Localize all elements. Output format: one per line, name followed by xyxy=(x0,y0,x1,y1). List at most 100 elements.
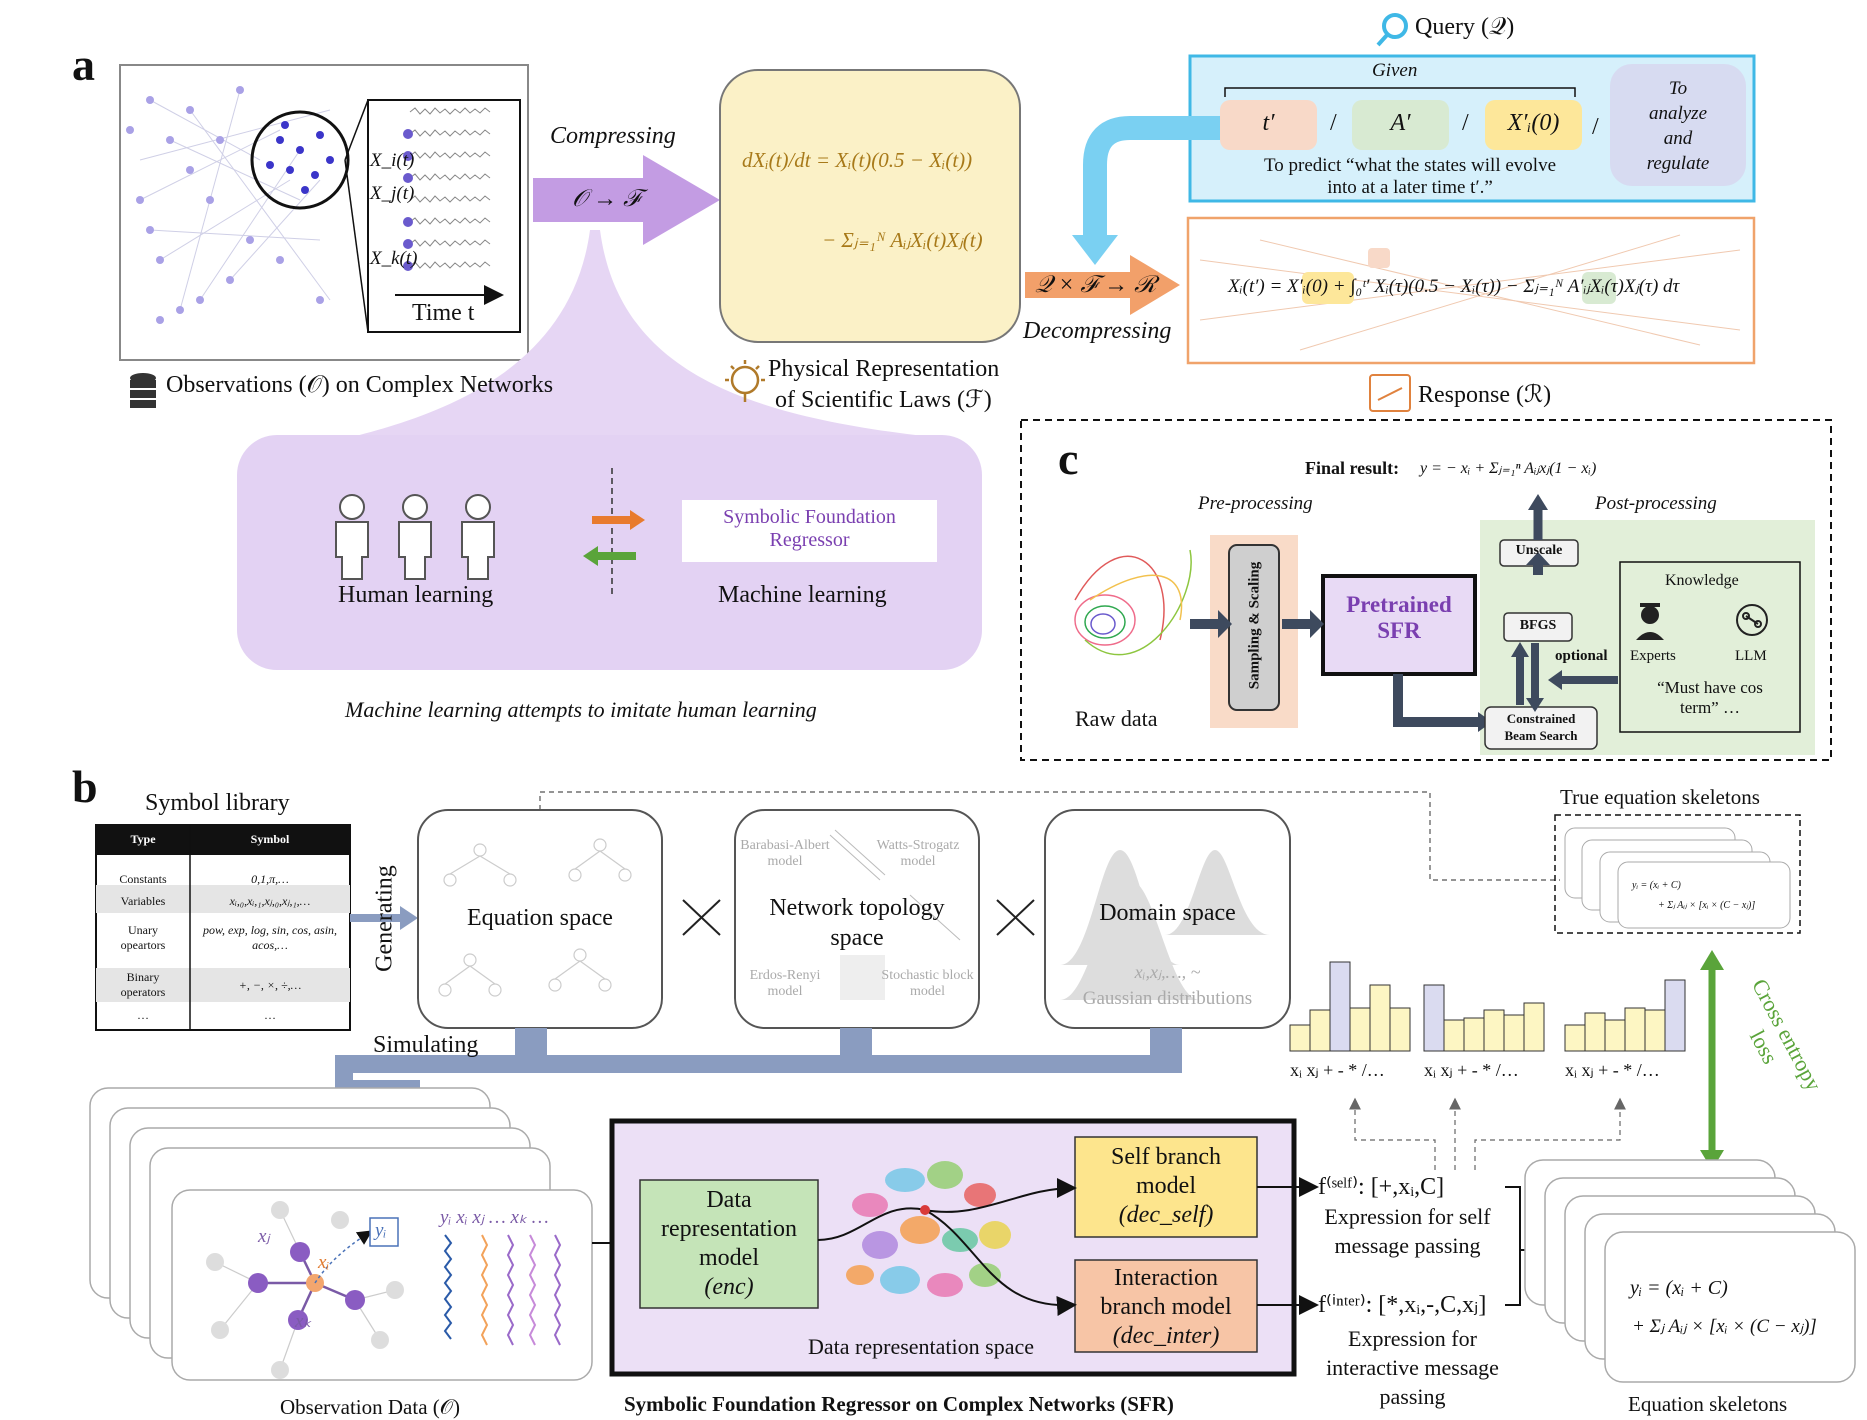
timeseries-lines xyxy=(409,107,491,269)
dense-cluster xyxy=(266,121,334,194)
true-skel-eq2: + Σⱼ Aᵢⱼ × [xᵢ × (C − xⱼ)] xyxy=(1658,900,1756,911)
equation-skeletons-label: Equation skeletons xyxy=(1628,1392,1788,1416)
response-bg-network xyxy=(1199,234,1741,351)
node-label-i: X_i(t) xyxy=(370,150,415,171)
table-sym-1: xᵢ,₀,xᵢ,₁,xⱼ,₀,xⱼ,₁,… xyxy=(229,894,311,908)
query-item-t xyxy=(1220,100,1317,150)
cross-sep-1 xyxy=(682,899,721,936)
equation-space-label: Equation space xyxy=(467,905,613,931)
symbol-library-title: Symbol library xyxy=(145,790,290,816)
tree-decor xyxy=(438,838,632,997)
compress-arrow-label: 𝒪 → ℱ xyxy=(572,186,641,212)
beam-search-box xyxy=(1484,706,1598,750)
purple-cone xyxy=(340,230,960,440)
bfgs-box xyxy=(1503,612,1573,642)
table-sym-2: pow, exp, log, sin, cos, asin, acos,… xyxy=(202,923,338,952)
table-type-3: Binary operators xyxy=(120,970,166,999)
table-type-1: Variables xyxy=(120,894,166,908)
human-icons xyxy=(335,494,495,580)
panel-c-frame xyxy=(1020,419,1832,761)
table-type-4: … xyxy=(137,1008,149,1022)
response-box xyxy=(1186,216,1756,365)
generating-label: Generating xyxy=(371,865,398,972)
obs-yi-box: yᵢ xyxy=(375,1220,387,1241)
histogram-2 xyxy=(1423,984,1545,1052)
self-branch-box xyxy=(1074,1136,1258,1238)
cross-sep-2 xyxy=(996,899,1035,936)
observations-label: Observations (𝒪) on Complex Networks xyxy=(166,372,554,398)
obs-node-j: xⱼ xyxy=(258,1226,270,1247)
obs-node-k: xₖ xyxy=(295,1311,312,1332)
decompressing-label: Decompressing xyxy=(1023,318,1172,344)
response-equation: Xᵢ(t′) = X′ᵢ(0) + ∫₀ᵗ′ Xᵢ(τ)(0.5 − Xᵢ(τ)… xyxy=(1228,276,1680,297)
bulb-icon xyxy=(725,360,765,402)
panel-a-letter: a xyxy=(72,39,95,90)
table-type-2: Unary opeartors xyxy=(120,923,166,952)
final-result-eq: y = − xᵢ + Σⱼ₌₁ⁿ Aᵢⱼxⱼ(1 − xᵢ) xyxy=(1420,460,1597,477)
query-flow-arrow xyxy=(1083,116,1220,235)
true-skeletons-frame xyxy=(1554,814,1801,934)
query-x: X′ᵢ(0) xyxy=(1507,110,1560,136)
raw-data-attractor xyxy=(1074,549,1192,656)
observation-data-label: Observation Data (𝒪) xyxy=(280,1395,460,1419)
sampling-scaling-label: Sampling & Scaling xyxy=(1246,561,1263,690)
query-label: Query (𝒬) xyxy=(1415,14,1515,40)
optional-label: optional xyxy=(1555,648,1608,664)
timeseries-box xyxy=(367,99,521,333)
hist-label-3: xᵢ xⱼ + - * /… xyxy=(1565,1060,1660,1080)
sfr-white-box xyxy=(682,500,937,562)
table-sym-3: +, −, ×, ÷,… xyxy=(238,978,302,992)
inter-branch-box xyxy=(1074,1259,1258,1353)
sfr-title: Symbolic Foundation Regressor on Complex… xyxy=(624,1392,1174,1416)
table-header-type: Type xyxy=(130,832,156,846)
compressing-label: Compressing xyxy=(550,123,676,149)
domain-gaussians xyxy=(1060,850,1270,1000)
machine-learning-label: Machine learning xyxy=(718,582,887,608)
table-header-symbol: Symbol xyxy=(250,832,290,846)
knowledge-box xyxy=(1619,561,1801,733)
bfgs-label: BFGS xyxy=(1519,618,1557,633)
true-skeletons-title: True equation skeletons xyxy=(1560,785,1760,809)
domain-space-label: Domain space xyxy=(1099,900,1236,926)
imitate-caption: Machine learning attempts to imitate hum… xyxy=(345,697,817,722)
true-skel-eq1: yᵢ = (xᵢ + C) xyxy=(1632,880,1681,891)
analyze-box xyxy=(1610,64,1746,186)
experts-label: Experts xyxy=(1630,648,1676,664)
obs-node-i: xᵢ xyxy=(318,1252,330,1273)
law-label-2: of Scientific Laws (ℱ) xyxy=(775,387,992,413)
decompress-arrow-label: 𝒬 × ℱ → ℛ xyxy=(1035,272,1157,298)
given-label: Given xyxy=(1372,60,1418,81)
model-sbm: Stochastic block model xyxy=(881,968,974,999)
final-result-label: Final result: xyxy=(1305,458,1400,478)
gaussian-label: Gaussian distributions xyxy=(1082,988,1253,1009)
llm-label: LLM xyxy=(1735,648,1767,664)
observation-series xyxy=(443,1234,562,1346)
histogram-1 xyxy=(1289,961,1411,1052)
histogram-3 xyxy=(1564,979,1686,1052)
table-type-0: Constants xyxy=(119,872,167,886)
observation-stack xyxy=(89,1087,593,1381)
response-icon xyxy=(1369,374,1411,412)
magnifier-icon xyxy=(1376,13,1408,47)
embedding-clusters xyxy=(846,1161,1011,1297)
sampling-box xyxy=(1228,544,1280,711)
zoom-circle xyxy=(250,110,350,210)
knowledge-label: Knowledge xyxy=(1665,572,1739,589)
query-item-a xyxy=(1352,100,1449,150)
inter-expr: f⁽ⁱⁿᵗᵉʳ⁾: [*,xᵢ,-,C,xⱼ] xyxy=(1318,1292,1487,1318)
query-item-x xyxy=(1485,100,1582,150)
response-label: Response (ℛ) xyxy=(1418,382,1552,408)
panel-b-letter: b xyxy=(72,761,98,812)
